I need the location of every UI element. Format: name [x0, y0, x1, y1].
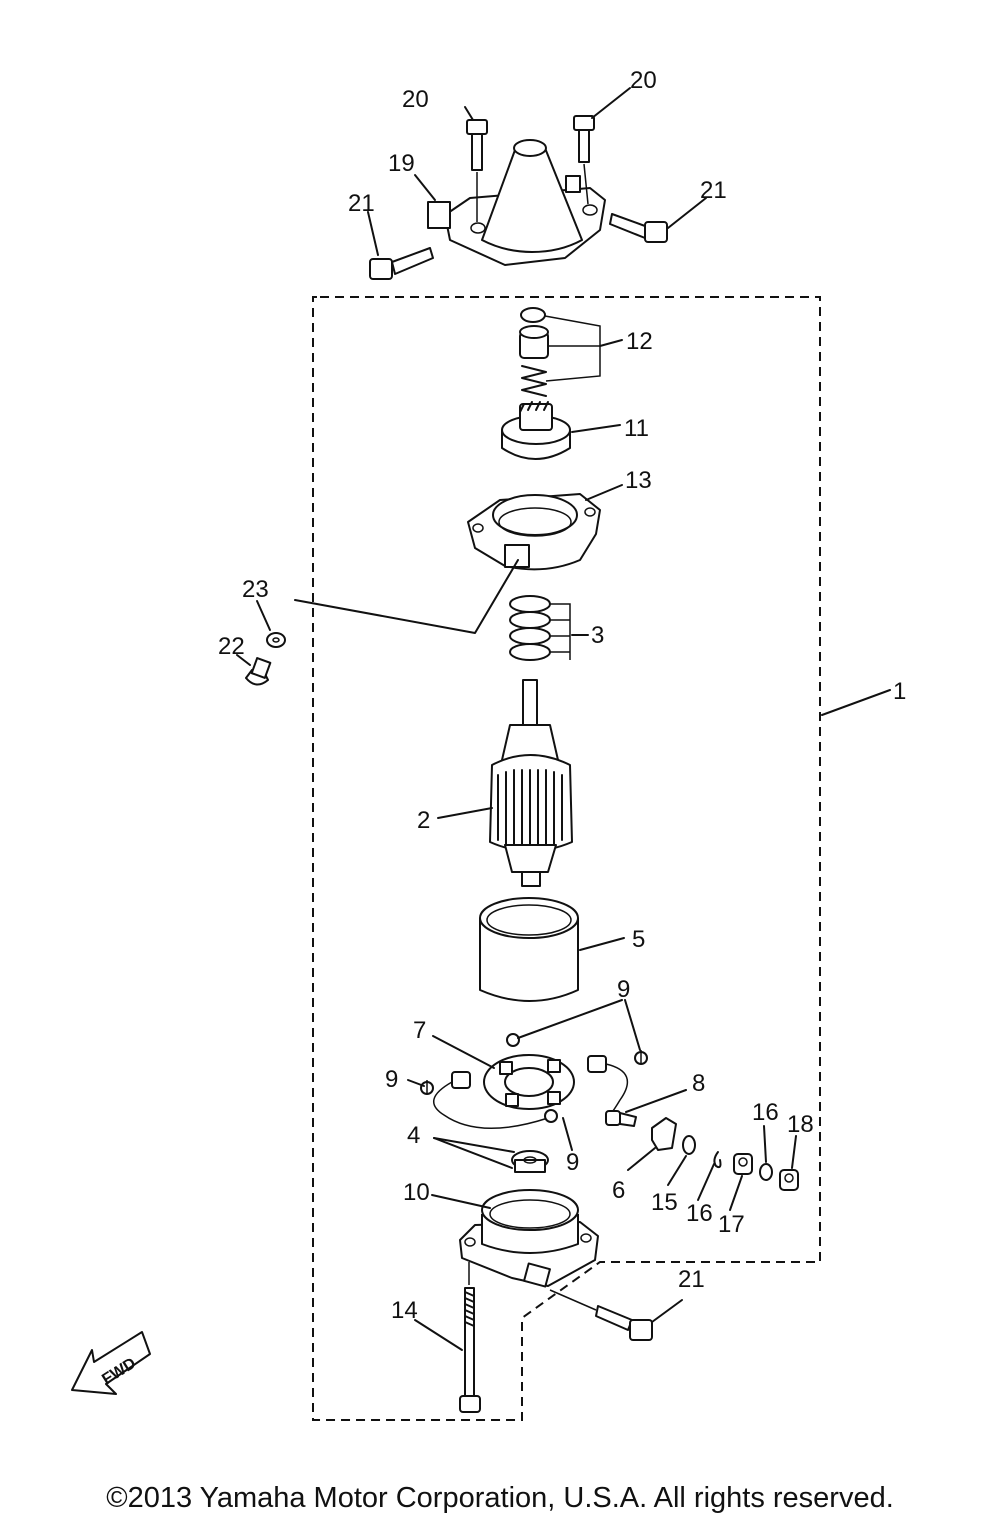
callout-15: 15	[651, 1189, 678, 1216]
callout-9-bottom: 9	[566, 1149, 579, 1176]
screw-part-9-left	[420, 1080, 434, 1095]
screw-part-9-bottom	[544, 1109, 558, 1123]
brush-holder-part-7	[483, 1054, 575, 1110]
callout-20-left: 20	[402, 86, 429, 113]
callout-14: 14	[391, 1297, 418, 1324]
screw-part-22	[245, 657, 272, 686]
rear-bracket-part-10	[459, 1189, 599, 1288]
washer-part-23	[266, 632, 286, 648]
nut-part-18	[779, 1169, 799, 1191]
callout-21-bottom: 21	[678, 1266, 705, 1293]
brush-left	[451, 1071, 471, 1089]
callout-4: 4	[407, 1122, 420, 1149]
bolt-part-20-left	[466, 119, 488, 222]
washer-part-4	[511, 1150, 549, 1173]
clip-part-16	[713, 1151, 722, 1169]
screw-part-9-right	[634, 1050, 648, 1065]
callout-13: 13	[625, 467, 652, 494]
bolt-part-20-right	[573, 115, 595, 205]
terminal-plate-part-6	[651, 1117, 677, 1151]
assembly-boundary	[312, 296, 821, 1421]
bolt-part-21-bottom	[549, 1289, 653, 1341]
callout-19: 19	[388, 150, 415, 177]
washer-stack-part-3	[509, 595, 571, 661]
callout-8: 8	[692, 1070, 705, 1097]
connector-line-22-23	[294, 559, 519, 634]
callout-18: 18	[787, 1111, 814, 1138]
callout-2: 2	[417, 807, 430, 834]
callout-16-lower: 16	[686, 1200, 713, 1227]
terminal-bolt-part-8	[605, 1110, 637, 1127]
callout-9-left: 9	[385, 1066, 398, 1093]
brush-right	[587, 1055, 607, 1073]
callout-6: 6	[612, 1177, 625, 1204]
callout-labels: 20 20 19 21 21 12 11 13 23 22 3 1 2 5 9 …	[218, 67, 906, 1324]
bolt-part-21-top-right	[609, 213, 668, 243]
callout-10: 10	[403, 1179, 430, 1206]
forward-arrow-icon: FWD	[71, 1331, 151, 1395]
bracket-part-12	[544, 315, 601, 382]
yoke-part-5	[479, 897, 579, 1002]
callout-9-top: 9	[617, 976, 630, 1003]
leader-lines	[236, 87, 891, 1351]
spring-part-12	[521, 365, 547, 397]
washer-part-15	[682, 1135, 696, 1155]
callout-21-top-left: 21	[348, 190, 375, 217]
clip-part-12	[520, 307, 546, 323]
callout-11: 11	[624, 415, 649, 442]
callout-5: 5	[632, 926, 645, 953]
collar-part-12	[519, 325, 549, 359]
callout-23: 23	[242, 576, 269, 603]
copyright-notice: ©2013 Yamaha Motor Corporation, U.S.A. A…	[106, 1482, 894, 1514]
drive-pinion-part-11	[501, 401, 571, 460]
screw-part-9-top	[506, 1033, 520, 1047]
armature-part-2	[489, 679, 573, 887]
callout-20-right: 20	[630, 67, 657, 94]
callout-12: 12	[626, 328, 653, 355]
callout-1: 1	[893, 678, 906, 705]
nut-part-17	[733, 1153, 753, 1175]
callout-16-upper: 16	[752, 1099, 779, 1126]
bolt-part-21-top-left	[369, 247, 434, 280]
callout-3: 3	[591, 622, 604, 649]
callout-22: 22	[218, 633, 245, 660]
callout-17: 17	[718, 1211, 745, 1238]
through-bolt-part-14	[459, 1262, 481, 1413]
front-bracket-part-13	[467, 493, 601, 571]
top-cover-part-19	[427, 139, 606, 266]
washer-part-16	[759, 1163, 773, 1181]
callout-21-top-right: 21	[700, 177, 727, 204]
callout-7: 7	[413, 1017, 426, 1044]
